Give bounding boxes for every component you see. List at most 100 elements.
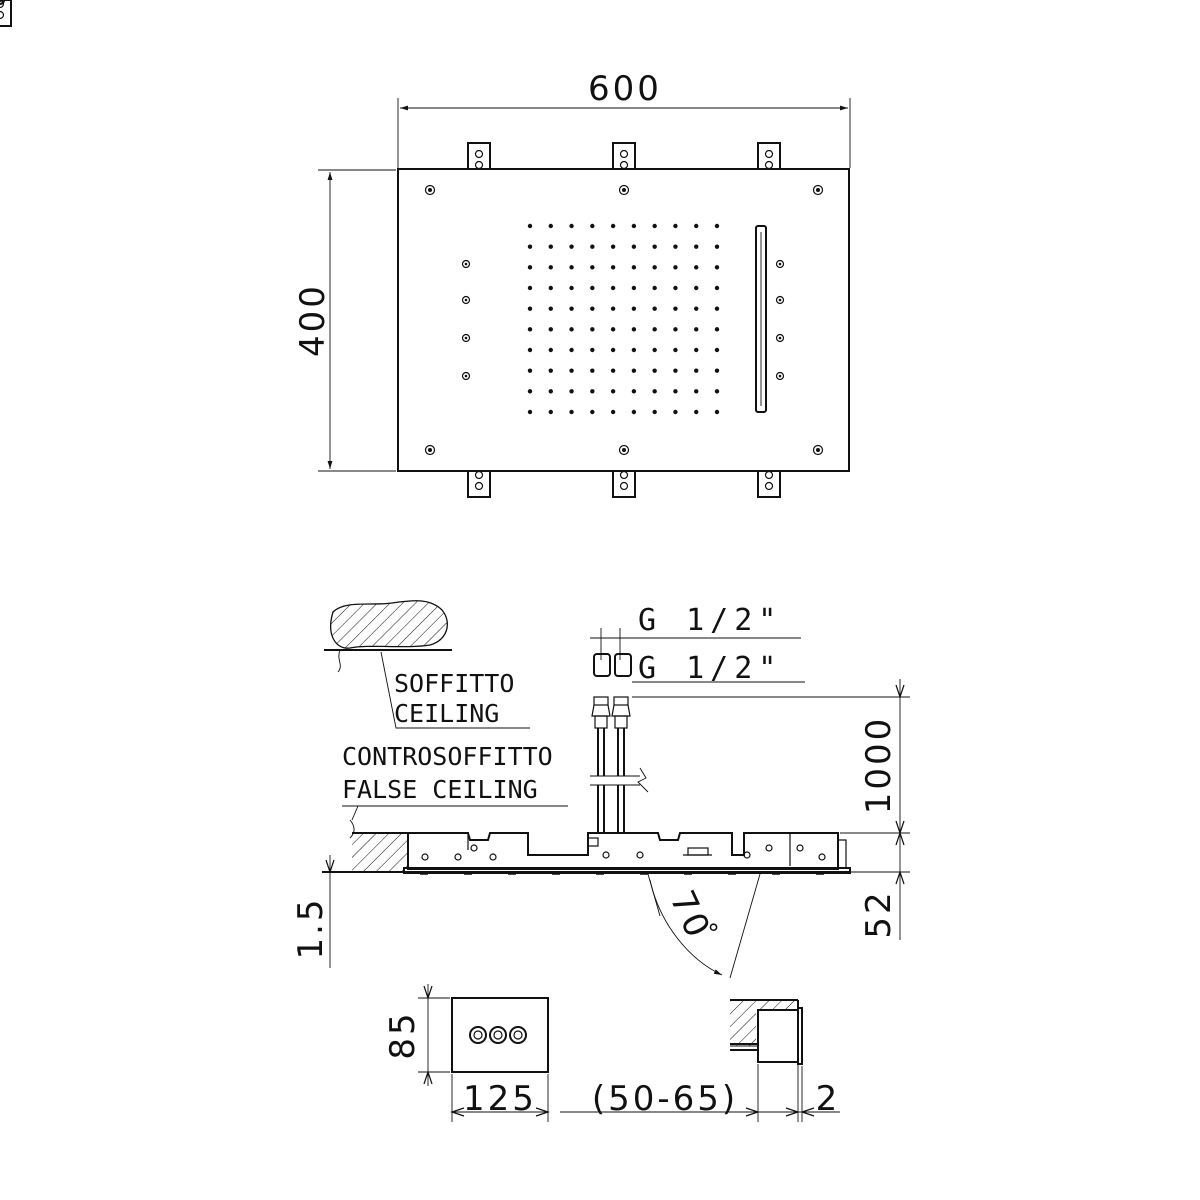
side-jets-right — [775, 259, 785, 381]
nozzle — [714, 368, 720, 373]
nozzle — [694, 368, 699, 373]
nozzle — [673, 327, 678, 332]
shower-plate-section — [403, 867, 851, 874]
nozzle — [548, 265, 553, 270]
nozzle — [652, 327, 657, 332]
shower-housing — [407, 832, 847, 870]
nozzle — [569, 389, 574, 394]
plate-screws — [0, 0, 824, 456]
nozzle — [590, 223, 595, 229]
nozzle — [569, 265, 574, 270]
nozzle — [631, 409, 637, 415]
nozzle — [590, 265, 595, 270]
nozzle — [694, 244, 699, 249]
control-plate-front — [451, 997, 549, 1073]
ceiling-label-it: SOFFITTO — [394, 669, 514, 698]
connection-bottom-label: G 1/2" — [638, 651, 782, 686]
nozzle — [548, 409, 553, 415]
connection-nut-icons — [593, 653, 632, 677]
nozzle — [610, 327, 616, 332]
nozzle — [569, 409, 574, 415]
nozzle — [569, 368, 574, 373]
nozzle — [714, 347, 720, 353]
ceiling-section — [324, 600, 452, 673]
nozzle — [610, 347, 616, 353]
nozzle — [548, 389, 553, 394]
nozzle — [631, 265, 637, 270]
top-height-label: 400 — [293, 283, 333, 357]
nozzle — [673, 347, 678, 353]
nozzle — [631, 327, 637, 332]
nozzle — [673, 389, 678, 394]
nozzle — [527, 306, 533, 311]
mounting-brackets — [0, 0, 781, 498]
top-height-dimension: 400 — [293, 169, 396, 472]
nozzle — [610, 244, 616, 249]
nozzle — [527, 285, 533, 291]
nozzle — [673, 265, 678, 270]
nozzle — [631, 368, 637, 373]
nozzle — [569, 327, 574, 332]
nozzle — [714, 223, 720, 229]
nozzle — [631, 223, 637, 229]
nozzle — [610, 265, 616, 270]
nozzle — [610, 409, 616, 415]
nozzle — [569, 285, 574, 291]
body-height-label: 52 — [859, 889, 899, 938]
nozzle — [527, 223, 533, 229]
nozzle — [590, 306, 595, 311]
nozzle — [527, 389, 533, 394]
nozzle — [590, 327, 595, 332]
nozzle — [590, 409, 595, 415]
nozzle — [569, 223, 574, 229]
nozzle — [527, 347, 533, 353]
nozzle — [652, 306, 657, 311]
nozzle — [569, 306, 574, 311]
control-width-label: 125 — [463, 1079, 537, 1119]
control-plate-label: 2 — [816, 1079, 841, 1119]
nozzle — [610, 306, 616, 311]
nozzle — [548, 368, 553, 373]
nozzle — [548, 327, 553, 332]
nozzle — [694, 265, 699, 270]
nozzle — [527, 244, 533, 249]
false-ceiling-section — [352, 833, 408, 871]
nozzle — [652, 368, 657, 373]
control-height-label: 85 — [383, 1010, 423, 1059]
ceiling-label-en: CEILING — [394, 699, 499, 728]
nozzle — [694, 409, 699, 415]
nozzle — [652, 265, 657, 270]
nozzle — [631, 306, 637, 311]
top-width-label: 600 — [588, 69, 662, 109]
nozzle — [714, 409, 720, 415]
nozzle — [527, 327, 533, 332]
nozzle — [569, 347, 574, 353]
side-view: SOFFITTO CEILING CONTROSOFFITTO FALSE CE… — [291, 600, 910, 979]
nozzle — [527, 368, 533, 373]
nozzle — [569, 244, 574, 249]
pipe-length-label: 1000 — [859, 716, 899, 815]
false-ceiling-label-it: CONTROSOFFITTO — [342, 742, 553, 771]
nozzle — [694, 223, 699, 229]
nozzle — [631, 389, 637, 394]
connection-top-label: G 1/2" — [638, 603, 782, 638]
side-jets-left — [0, 0, 471, 381]
nozzle — [548, 285, 553, 291]
nozzle — [548, 347, 553, 353]
nozzle — [610, 389, 616, 394]
control-depth-label: (50-65) — [592, 1079, 738, 1119]
nozzle — [694, 389, 699, 394]
nozzle — [714, 244, 720, 249]
nozzle — [610, 285, 616, 291]
nozzle — [714, 327, 720, 332]
nozzle — [590, 347, 595, 353]
top-width-dimension: 600 — [397, 69, 851, 168]
supply-pipes — [590, 696, 649, 833]
waterfall-outlet — [755, 225, 767, 413]
nozzle — [714, 306, 720, 311]
nozzle — [673, 306, 678, 311]
nozzle — [652, 285, 657, 291]
nozzle — [590, 389, 595, 394]
nozzle — [694, 347, 699, 353]
